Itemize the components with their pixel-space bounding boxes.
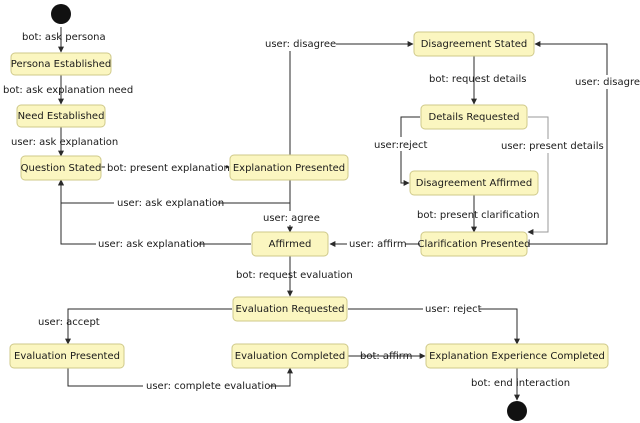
final-node	[507, 401, 527, 421]
state-explanation-presented[interactable]: Explanation Presented	[229, 154, 349, 181]
state-label: Disagreement Stated	[421, 39, 528, 50]
transition-label: user: agree	[263, 213, 320, 224]
state-label: Clarification Presented	[417, 239, 530, 250]
state-label: Question Stated	[21, 163, 102, 174]
transition-label: user: present details	[501, 141, 604, 152]
state-evaluation-presented[interactable]: Evaluation Presented	[9, 343, 125, 369]
transition-label: user:reject	[374, 140, 427, 151]
transition-label: user: ask explanation	[11, 137, 118, 148]
state-label: Explanation Presented	[233, 163, 345, 174]
transition-label: user: reject	[425, 304, 482, 315]
state-need-established[interactable]: Need Established	[16, 104, 106, 128]
transition-label: user: complete evaluation	[146, 381, 277, 392]
state-label: Evaluation Requested	[235, 304, 344, 315]
state-label: Affirmed	[269, 239, 312, 250]
transition-label: user: affirm	[349, 239, 407, 250]
state-label: Explanation Experience Completed	[429, 351, 605, 362]
edge-evaluation-presented	[65, 308, 232, 345]
edge-evaluation-experience	[348, 308, 520, 345]
state-explanation-experience-completed[interactable]: Explanation Experience Completed	[425, 343, 609, 369]
state-label: Details Requested	[429, 112, 520, 123]
state-question-stated[interactable]: Question Stated	[20, 155, 102, 181]
transition-label: bot: affirm	[360, 351, 412, 362]
state-clarification-presented[interactable]: Clarification Presented	[417, 231, 531, 257]
initial-node	[51, 4, 71, 24]
transition-label: user: ask explanation	[98, 239, 205, 250]
edge-clarification-disagreement	[528, 41, 608, 245]
state-disagreement-affirmed[interactable]: Disagreement Affirmed	[409, 170, 539, 196]
state-label: Need Established	[18, 111, 105, 122]
edge-affirmed-question	[58, 179, 251, 245]
state-label: Evaluation Presented	[14, 351, 120, 362]
state-affirmed[interactable]: Affirmed	[251, 231, 329, 257]
transition-label: bot: request evaluation	[236, 270, 353, 281]
transition-label: user: disagree	[265, 39, 336, 50]
transition-label: user: ask explanation	[117, 198, 224, 209]
state-details-requested[interactable]: Details Requested	[420, 104, 528, 130]
transition-label: bot: request details	[429, 74, 526, 85]
transition-label: user: accept	[38, 317, 100, 328]
state-label: Disagreement Affirmed	[416, 178, 532, 189]
state-persona-established[interactable]: Persona Established	[10, 52, 112, 76]
state-label: Persona Established	[11, 59, 111, 70]
transition-label: bot: present explanation	[107, 163, 230, 174]
transition-label: bot: ask persona	[22, 32, 106, 43]
transition-label: bot: end interaction	[471, 378, 570, 389]
state-evaluation-completed[interactable]: Evaluation Completed	[231, 343, 349, 369]
state-evaluation-requested[interactable]: Evaluation Requested	[232, 296, 348, 322]
transition-label: bot: present clarification	[417, 210, 540, 221]
edge-details-clarification	[527, 116, 549, 235]
transition-label: user: disagree	[575, 77, 640, 88]
state-disagreement-stated[interactable]: Disagreement Stated	[413, 31, 535, 57]
transition-label: bot: ask explanation need	[3, 85, 133, 96]
state-label: Evaluation Completed	[235, 351, 345, 362]
